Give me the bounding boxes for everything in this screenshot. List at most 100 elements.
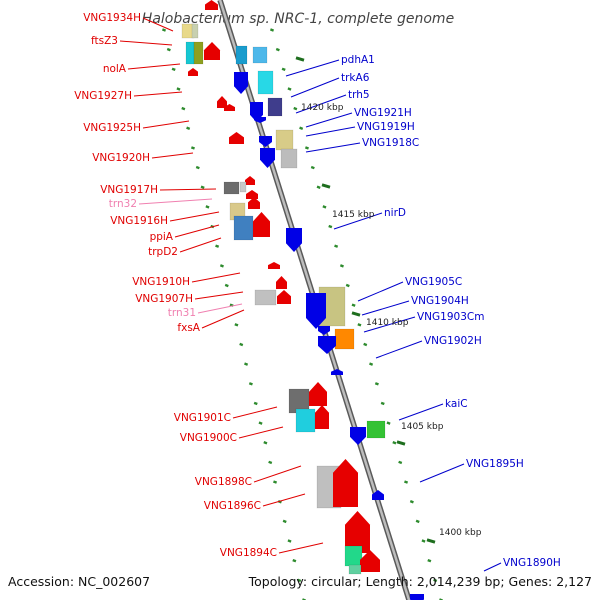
- gene-label: trpD2: [148, 246, 178, 258]
- gene-label: VNG1907H: [135, 293, 193, 305]
- gene-block: [295, 408, 316, 433]
- gene-block: [233, 215, 254, 241]
- label-leader: [305, 142, 361, 153]
- gene-label: nolA: [103, 63, 127, 75]
- gene-arrow-up: [277, 290, 291, 304]
- gene-block: [275, 129, 294, 151]
- major-scale-tick: [321, 183, 331, 189]
- scale-tick: [357, 323, 362, 327]
- gene-label: VNG1896C: [204, 500, 261, 512]
- scale-tick: [328, 224, 333, 229]
- gene-arrow-up: [204, 42, 220, 60]
- gene-arrow-up: [333, 459, 358, 507]
- gene-arrow-down: [254, 117, 266, 123]
- gene-arrow-up: [315, 405, 329, 429]
- label-leader: [232, 406, 278, 419]
- scale-tick: [244, 362, 249, 366]
- scale-tick: [404, 480, 409, 484]
- topology-text: Topology: circular; Length: 2,014,239 bp…: [248, 574, 592, 589]
- label-leader: [333, 212, 383, 230]
- gene-arrow-down: [260, 148, 275, 168]
- gene-label: trkA6: [341, 72, 370, 84]
- scale-tick: [166, 47, 171, 52]
- gene-arrow-down: [259, 136, 272, 147]
- scale-tick: [171, 67, 176, 72]
- scale-tick: [219, 264, 224, 268]
- gene-block: [223, 181, 240, 195]
- label-leader: [127, 63, 181, 70]
- gene-label: VNG1917H: [100, 184, 158, 196]
- gene-arrow-up: [229, 132, 244, 144]
- scale-tick: [273, 480, 278, 484]
- scale-tick: [239, 342, 244, 347]
- scale-tick: [415, 519, 420, 524]
- scale-tick: [297, 578, 302, 583]
- gene-label: VNG1894C: [220, 547, 277, 559]
- gene-arrow-up: [245, 176, 255, 185]
- gene-arrow-up: [246, 190, 258, 199]
- label-leader: [179, 237, 222, 253]
- gene-block: [239, 181, 247, 193]
- scale-tick: [386, 421, 391, 425]
- gene-arrow-up: [360, 550, 380, 572]
- gene-block: [257, 70, 274, 95]
- gene-arrow-up: [217, 96, 227, 108]
- gene-label: trh5: [348, 89, 370, 101]
- gene-label: VNG1910H: [132, 276, 190, 288]
- scale-tick: [310, 165, 315, 170]
- gene-arrow-up: [188, 68, 198, 76]
- major-scale-tick: [295, 56, 305, 62]
- scale-tick: [293, 106, 298, 111]
- gene-arrow-up: [309, 382, 327, 406]
- label-leader: [363, 316, 416, 333]
- label-leader: [357, 281, 404, 302]
- major-scale-tick: [396, 440, 406, 446]
- scale-tick: [263, 441, 268, 445]
- gene-arrow-up: [268, 262, 280, 269]
- label-leader: [159, 188, 217, 191]
- label-leader: [285, 59, 340, 77]
- gene-arrow-up: [372, 490, 384, 500]
- label-leader: [295, 94, 347, 114]
- gene-label: VNG1934H: [83, 12, 141, 24]
- gene-arrow-up: [248, 197, 260, 209]
- gene-label: VNG1921H: [354, 107, 412, 119]
- scale-tick: [287, 539, 292, 543]
- scale-tick: [268, 460, 273, 465]
- label-leader: [305, 126, 356, 137]
- label-leader: [133, 91, 183, 97]
- gene-label: VNG1905C: [405, 276, 462, 288]
- scale-tick: [369, 362, 374, 366]
- major-scale-tick: [351, 311, 361, 317]
- label-leader: [197, 303, 243, 314]
- gene-label: VNG1919H: [357, 121, 415, 133]
- label-leaders: [119, 17, 502, 572]
- scale-tick: [248, 382, 253, 386]
- gene-arrow-down: [234, 72, 248, 94]
- gene-block: [254, 289, 277, 306]
- gene-arrow-up: [345, 511, 370, 553]
- scale-tick: [215, 244, 220, 248]
- scale-tick: [398, 460, 403, 465]
- scale-tick: [304, 146, 309, 150]
- scale-tick: [421, 539, 426, 543]
- scale-tick: [253, 401, 258, 406]
- gene-arrow-up: [331, 369, 343, 375]
- gene-label: VNG1901C: [174, 412, 231, 424]
- scale-tick: [181, 106, 186, 111]
- label-leader: [361, 300, 410, 316]
- scale-tick: [363, 342, 368, 347]
- label-leader: [419, 463, 465, 483]
- gene-arrow-up: [205, 0, 218, 10]
- label-leader: [174, 224, 220, 238]
- scale-label: 1415 kbp: [332, 210, 375, 220]
- scale-tick: [200, 185, 205, 189]
- scale-label: 1405 kbp: [401, 422, 444, 432]
- scale-tick: [224, 283, 229, 288]
- scale-tick: [392, 441, 397, 445]
- gene-arrow-up: [276, 276, 287, 289]
- gene-label: VNG1916H: [110, 215, 168, 227]
- scale-tick: [287, 87, 292, 91]
- map-title: Halobacterium sp. NRC-1, complete genome: [142, 11, 454, 27]
- scale-tick: [281, 67, 286, 72]
